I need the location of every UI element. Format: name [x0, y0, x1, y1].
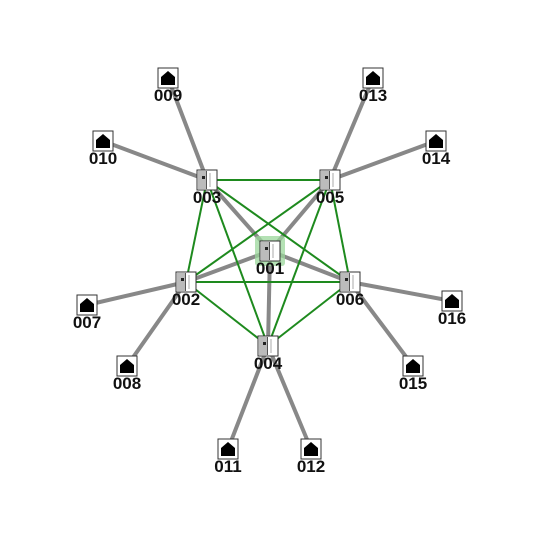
link-003-004[interactable]: [206, 179, 269, 347]
node-006[interactable]: 006: [336, 271, 364, 309]
link-004-006[interactable]: [267, 281, 351, 347]
node-label: 016: [438, 309, 466, 328]
node-012[interactable]: 012: [297, 438, 325, 476]
node-010[interactable]: 010: [89, 130, 117, 168]
house-icon: [217, 438, 239, 460]
node-003[interactable]: 003: [193, 169, 221, 207]
node-013[interactable]: 013: [359, 67, 387, 105]
node-label: 010: [89, 149, 117, 168]
house-icon: [402, 355, 424, 377]
link-006-015[interactable]: [348, 280, 415, 368]
link-002-005[interactable]: [185, 179, 331, 283]
link-004-012[interactable]: [266, 344, 313, 451]
node-label: 012: [297, 457, 325, 476]
node-016[interactable]: 016: [438, 290, 466, 328]
node-label: 003: [193, 188, 221, 207]
node-label: 004: [254, 354, 283, 373]
house-icon: [425, 130, 447, 152]
node-label: 008: [113, 374, 141, 393]
node-label: 006: [336, 290, 364, 309]
house-icon: [116, 355, 138, 377]
node-011[interactable]: 011: [214, 438, 242, 476]
link-006-016[interactable]: [348, 280, 454, 303]
node-label: 015: [399, 374, 427, 393]
link-004-005[interactable]: [267, 179, 331, 347]
link-005-006[interactable]: [329, 179, 351, 283]
link-005-014[interactable]: [328, 139, 438, 182]
house-icon: [362, 67, 384, 89]
node-015[interactable]: 015: [399, 355, 427, 393]
node-label: 014: [422, 149, 451, 168]
switch-icon: [339, 271, 361, 293]
node-label: 009: [154, 86, 182, 105]
house-icon: [300, 438, 322, 460]
node-label: 001: [256, 259, 284, 278]
links-layer: [85, 76, 454, 451]
node-005[interactable]: 005: [316, 169, 344, 207]
node-008[interactable]: 008: [113, 355, 141, 393]
node-label: 005: [316, 188, 344, 207]
node-004[interactable]: 004: [254, 335, 283, 373]
house-icon: [76, 294, 98, 316]
switch-icon: [175, 271, 197, 293]
switch-icon: [259, 240, 281, 262]
node-007[interactable]: 007: [73, 294, 101, 332]
link-005-013[interactable]: [328, 76, 375, 182]
node-002[interactable]: 002: [172, 271, 200, 309]
house-icon: [157, 67, 179, 89]
link-003-009[interactable]: [166, 76, 209, 182]
switch-icon: [196, 169, 218, 191]
link-001-004[interactable]: [266, 249, 272, 348]
house-icon: [92, 130, 114, 152]
node-014[interactable]: 014: [422, 130, 451, 168]
link-003-006[interactable]: [206, 179, 351, 283]
nodes-layer: 001 002 003 004 005 006 007 008 009 010 011 012 013 0…: [73, 67, 466, 476]
node-label: 011: [214, 457, 241, 476]
link-002-008[interactable]: [125, 280, 188, 368]
node-001[interactable]: 001: [255, 236, 285, 278]
link-002-003[interactable]: [185, 179, 208, 283]
link-004-011[interactable]: [226, 344, 270, 451]
house-icon: [441, 290, 463, 312]
link-003-010[interactable]: [101, 139, 209, 182]
switch-icon: [319, 169, 341, 191]
node-label: 007: [73, 313, 101, 332]
link-002-004[interactable]: [185, 281, 269, 347]
link-002-007[interactable]: [85, 280, 188, 307]
switch-icon: [257, 335, 279, 357]
node-009[interactable]: 009: [154, 67, 182, 105]
node-label: 002: [172, 290, 200, 309]
node-label: 013: [359, 86, 387, 105]
